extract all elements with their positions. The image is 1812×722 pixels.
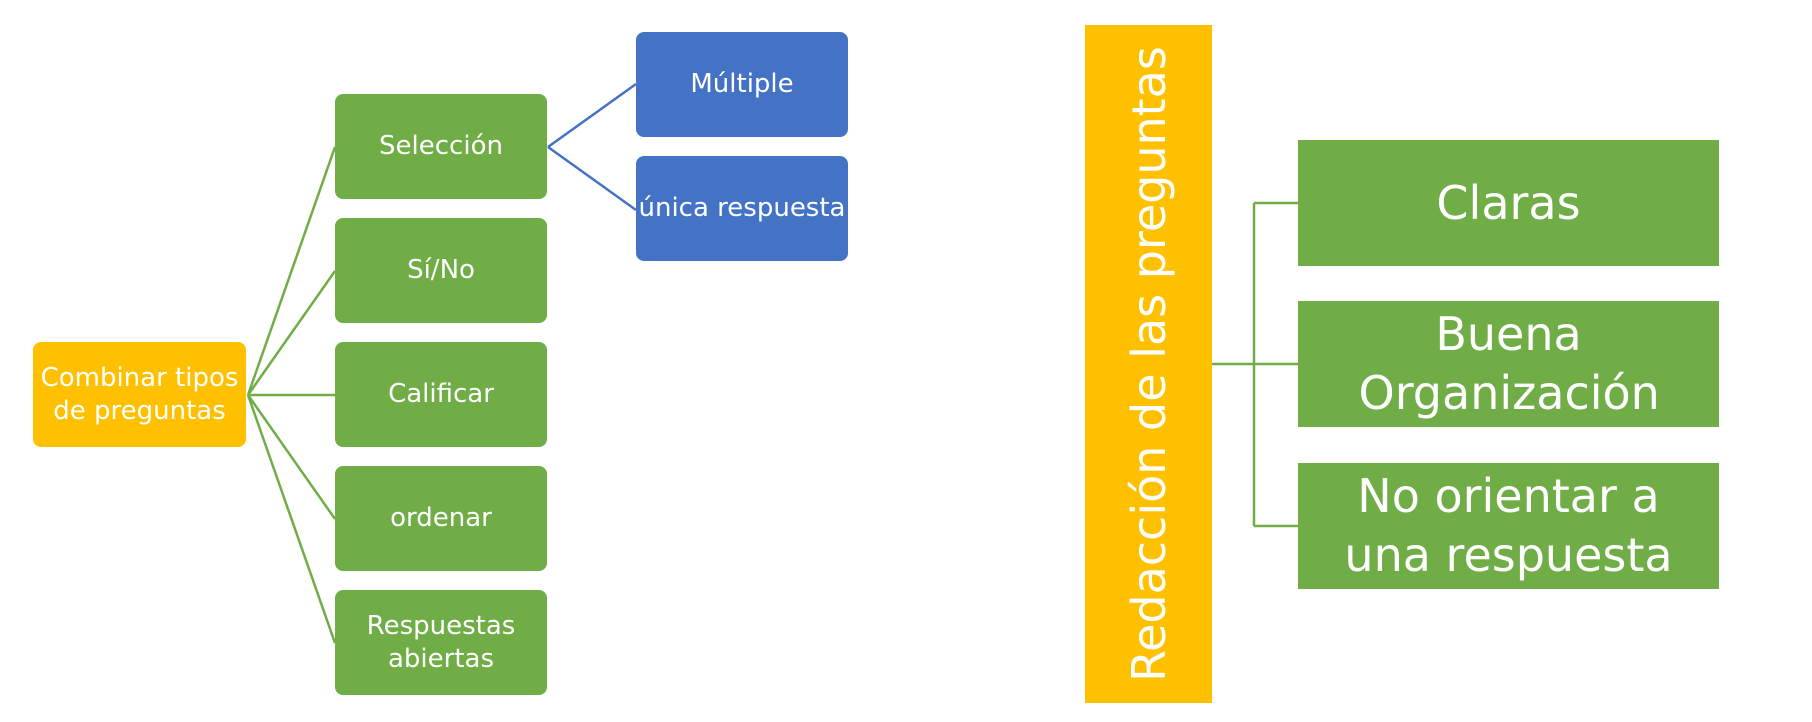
node-label: Múltiple bbox=[690, 69, 794, 100]
node-respuestas-abiertas: Respuestas abiertas bbox=[335, 590, 547, 695]
node-claras: Claras bbox=[1298, 140, 1719, 266]
connector-root-ordenar bbox=[246, 394, 337, 520]
node-buena-organizacion: Buena Organización bbox=[1298, 301, 1719, 427]
connector-root-si-no bbox=[246, 270, 337, 396]
node-ordenar: ordenar bbox=[335, 466, 547, 571]
node-label: Combinar tipos de preguntas bbox=[40, 363, 239, 426]
node-label: única respuesta bbox=[638, 193, 846, 224]
connector-seleccion-unica bbox=[547, 145, 637, 212]
node-redaccion-preguntas: Redacción de las preguntas bbox=[1085, 25, 1212, 703]
node-label: Selección bbox=[379, 131, 503, 162]
node-label: Calificar bbox=[388, 379, 494, 410]
node-unica-respuesta: única respuesta bbox=[636, 156, 848, 261]
node-combinar-tipos: Combinar tipos de preguntas bbox=[33, 342, 246, 447]
node-si-no: Sí/No bbox=[335, 218, 547, 323]
node-label: ordenar bbox=[390, 503, 492, 534]
node-multiple: Múltiple bbox=[636, 32, 848, 137]
node-label: Claras bbox=[1436, 175, 1581, 230]
node-label: Buena Organización bbox=[1358, 307, 1660, 420]
node-no-orientar: No orientar a una respuesta bbox=[1298, 463, 1719, 589]
node-seleccion: Selección bbox=[335, 94, 547, 199]
connector-root-respuestas bbox=[246, 394, 337, 644]
node-label: No orientar a una respuesta bbox=[1344, 469, 1673, 582]
node-label: Sí/No bbox=[407, 255, 475, 286]
connector-root-seleccion bbox=[246, 146, 337, 396]
connector-seleccion-multiple bbox=[547, 82, 637, 149]
node-calificar: Calificar bbox=[335, 342, 547, 447]
node-label: Redacción de las preguntas bbox=[1121, 46, 1176, 682]
node-label: Respuestas abiertas bbox=[366, 611, 516, 674]
